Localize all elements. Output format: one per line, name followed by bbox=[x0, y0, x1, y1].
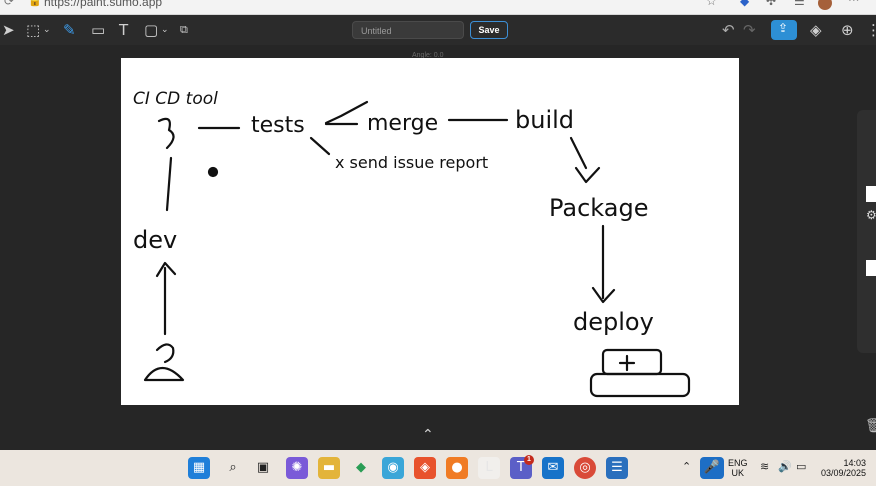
trash-icon[interactable]: 🗑 bbox=[865, 418, 876, 434]
lang-code: ENG bbox=[728, 458, 748, 468]
search-icon[interactable]: ⌕ bbox=[229, 460, 237, 475]
chevron-up-icon[interactable]: ⌃ bbox=[422, 427, 434, 443]
sketch-layer: CI CD tool tests merge build x send issu… bbox=[133, 89, 691, 398]
undo-icon[interactable]: ↶ bbox=[722, 21, 735, 39]
brush-icon[interactable]: ✎ bbox=[63, 21, 76, 39]
avatar[interactable] bbox=[818, 0, 832, 10]
share-button[interactable]: ⇪ bbox=[771, 20, 797, 40]
label-tests: tests bbox=[251, 113, 305, 138]
deploy-plus-stroke bbox=[618, 354, 636, 372]
app-l-icon[interactable]: L bbox=[478, 457, 500, 479]
check-mark-stroke bbox=[324, 100, 369, 125]
lock-icon: 🔒 bbox=[28, 0, 42, 7]
label-dev: dev bbox=[133, 226, 177, 254]
notepad-icon[interactable]: ☰ bbox=[606, 457, 628, 479]
chrome-icon[interactable]: ◎ bbox=[574, 457, 596, 479]
edge-cicd-dev bbox=[165, 156, 173, 212]
panel-swatch[interactable] bbox=[866, 260, 876, 276]
star-icon[interactable]: ☆ bbox=[706, 0, 717, 8]
microphone-icon[interactable]: 🎤 bbox=[700, 457, 724, 479]
time-text: 14:03 bbox=[843, 458, 866, 468]
arrow-build-package bbox=[569, 136, 601, 184]
task-view-icon[interactable]: ▣ bbox=[256, 460, 270, 475]
start-icon[interactable]: ▦ bbox=[188, 457, 210, 479]
file-explorer-icon[interactable]: ▬ bbox=[318, 457, 340, 479]
edge-tests-issue bbox=[309, 136, 331, 156]
tray-chevron-up-icon[interactable]: ⌃ bbox=[682, 460, 692, 473]
label-deploy: deploy bbox=[573, 308, 654, 336]
label-cicd-tool: CI CD tool bbox=[133, 89, 218, 109]
drawing-canvas[interactable]: CI CD tool tests merge build x send issu… bbox=[121, 58, 739, 405]
label-build: build bbox=[515, 106, 574, 134]
arrow-user-dev bbox=[155, 261, 177, 336]
arrow-package-deploy bbox=[591, 224, 616, 304]
edge-browser-icon[interactable]: ◉ bbox=[382, 457, 404, 479]
copilot-icon[interactable]: ✺ bbox=[286, 457, 308, 479]
side-panel[interactable]: ⚙ bbox=[857, 110, 876, 353]
stray-dot bbox=[207, 166, 219, 178]
document-title-input[interactable]: Untitled bbox=[352, 21, 464, 39]
battery-icon[interactable]: ▭ bbox=[796, 460, 807, 473]
browser-address-bar: ⟳ 🔒 https://paint.sumo.app ☆ ◆ ✣ ☰ ··· bbox=[0, 0, 876, 15]
deploy-machine-base bbox=[589, 372, 691, 398]
lang-region: UK bbox=[731, 468, 745, 478]
redo-icon[interactable]: ↷ bbox=[743, 21, 756, 39]
label-send-issue-report: x send issue report bbox=[335, 153, 488, 172]
more-icon[interactable]: ··· bbox=[848, 0, 860, 7]
app-toolbar: ➤ ⬚ ⌄ ✎ ▭ T ▢ ⌄ ⧉ Untitled Save ↶ ↷ ⇪ ◈ … bbox=[0, 15, 876, 45]
marquee-select-icon[interactable]: ⬚ bbox=[26, 21, 41, 39]
panel-settings-icon[interactable]: ⚙ bbox=[866, 208, 876, 222]
cicd-node-stroke bbox=[157, 117, 175, 150]
chevron-down-icon[interactable]: ⌄ bbox=[43, 25, 51, 35]
input-language[interactable]: ENG UK bbox=[728, 458, 748, 478]
shape-tool-icon[interactable]: ▢ bbox=[144, 21, 159, 39]
upload-icon: ⇪ bbox=[778, 21, 789, 35]
app-icon[interactable]: ◆ bbox=[356, 460, 366, 475]
os-taskbar: ▦ ⌕ ▣ ✺ ▬ ◆ ◉ ◈ ● L T 1 ✉ ◎ ☰ ⌃ 🎤 ENG UK… bbox=[0, 450, 876, 486]
layers-icon[interactable]: ◈ bbox=[810, 21, 822, 39]
label-merge: merge bbox=[367, 111, 438, 136]
menu-icon[interactable]: ⋮ bbox=[866, 21, 876, 39]
url-text[interactable]: https://paint.sumo.app bbox=[44, 0, 163, 9]
extension-icon[interactable]: ◆ bbox=[740, 0, 750, 8]
select-arrow-icon[interactable]: ➤ bbox=[2, 21, 15, 39]
text-tool-icon[interactable]: T bbox=[119, 21, 129, 39]
firefox-icon[interactable]: ● bbox=[446, 457, 468, 479]
volume-icon[interactable]: 🔊 bbox=[778, 460, 792, 473]
notification-badge: 1 bbox=[524, 455, 534, 465]
chevron-down-icon[interactable]: ⌄ bbox=[161, 25, 169, 35]
favorites-icon[interactable]: ☰ bbox=[794, 0, 805, 8]
user-figure-stroke bbox=[143, 343, 185, 382]
add-icon[interactable]: ⊕ bbox=[841, 21, 854, 39]
wifi-icon[interactable]: ≋ bbox=[760, 460, 770, 473]
brave-icon[interactable]: ◈ bbox=[414, 457, 436, 479]
reload-icon[interactable]: ⟳ bbox=[4, 0, 15, 8]
ai-tool-icon[interactable]: ⧉ bbox=[180, 23, 188, 36]
date-text: 03/09/2025 bbox=[820, 468, 866, 478]
save-button[interactable]: Save bbox=[470, 21, 508, 39]
outlook-icon[interactable]: ✉ bbox=[542, 457, 564, 479]
puzzle-icon[interactable]: ✣ bbox=[766, 0, 777, 8]
angle-label: Angle: 0.0 bbox=[412, 52, 444, 59]
panel-swatch[interactable] bbox=[866, 186, 876, 202]
label-package: Package bbox=[549, 194, 648, 222]
eraser-icon[interactable]: ▭ bbox=[91, 21, 106, 39]
clock[interactable]: 14:03 03/09/2025 bbox=[820, 458, 866, 478]
